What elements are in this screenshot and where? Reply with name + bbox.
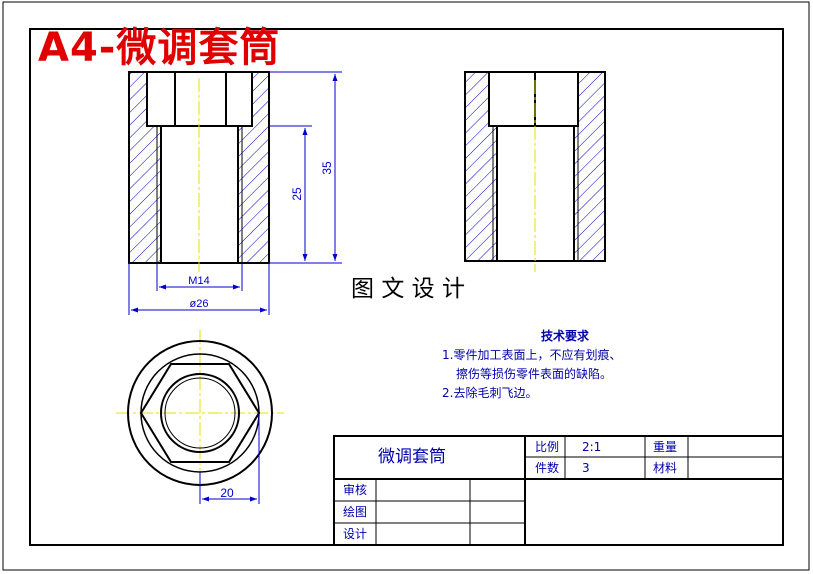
side-section-view — [464, 71, 606, 272]
bore-circle — [160, 373, 240, 453]
dim-outer-dia: ø26 — [190, 298, 209, 310]
design-label: 设计 — [343, 527, 367, 541]
dim-height-total: 35 — [320, 161, 334, 175]
hatch-left-top — [465, 72, 489, 126]
hatch-left-top — [129, 72, 147, 126]
review-label: 审核 — [343, 482, 367, 497]
qty-label: 件数 — [535, 460, 559, 475]
top-view — [116, 330, 284, 504]
tech-req-heading: 技术要求 — [541, 328, 590, 343]
title-block — [333, 435, 784, 546]
tech-req-item-1-cont: 擦伤等损伤零件表面的缺陷。 — [456, 366, 612, 381]
hex-recess-outline — [488, 72, 579, 127]
drawing-title: A4-微调套筒 — [38, 25, 281, 71]
draw-label: 绘图 — [343, 504, 367, 519]
hatch-right-wall — [574, 126, 605, 261]
weight-label: 重量 — [653, 440, 677, 454]
material-label: 材料 — [653, 461, 677, 475]
tech-req-item-2: 2.去除毛刺飞边。 — [442, 385, 537, 400]
hatch-right-wall — [238, 126, 269, 263]
brand-label: 图 文 设 计 — [351, 276, 465, 302]
tech-req-item-1: 1.零件加工表面上，不应有划痕、 — [442, 347, 621, 362]
hex-outline — [139, 363, 261, 463]
dimension-lines — [128, 71, 342, 315]
part-name: 微调套筒 — [378, 447, 446, 467]
hatch-right-top — [578, 72, 605, 126]
dim-thread: M14 — [188, 275, 209, 287]
dim-hex-width: 20 — [220, 486, 234, 500]
front-section-view — [128, 71, 270, 272]
hatch-right-top — [252, 72, 269, 126]
tech-requirements: 技术要求 1.零件加工表面上，不应有划痕、 擦伤等损伤零件表面的缺陷。 2.去除… — [442, 328, 621, 400]
bore-inner-circle — [164, 377, 236, 449]
qty-value: 3 — [582, 461, 590, 475]
dim-height-bore: 25 — [290, 187, 304, 201]
scale-label: 比例 — [535, 440, 559, 454]
hatch-left-wall — [129, 126, 161, 263]
scale-value: 2:1 — [582, 440, 601, 454]
hatch-left-wall — [465, 126, 497, 261]
